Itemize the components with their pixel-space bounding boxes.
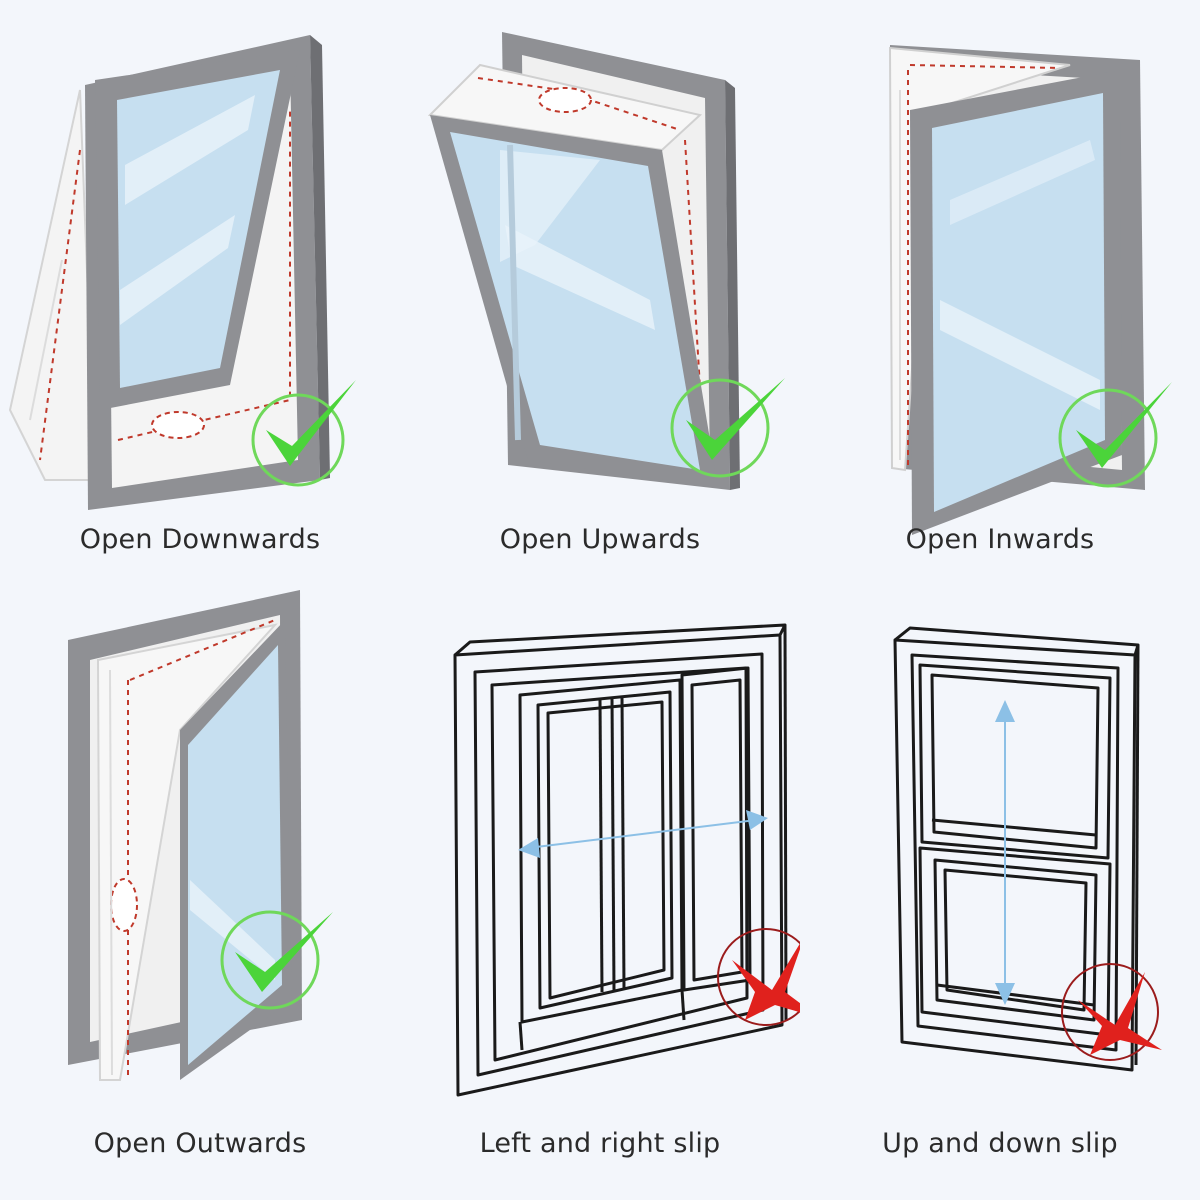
panel-up-and-down-slip: Up and down slip xyxy=(800,580,1200,1180)
up-down-arrow-icon xyxy=(995,700,1015,1005)
left-right-arrow-icon xyxy=(518,810,768,858)
window-sliding-horizontal-illustration xyxy=(453,623,800,1097)
panel-open-inwards: Open Inwards xyxy=(800,0,1200,600)
window-open-inwards-illustration xyxy=(888,45,1172,535)
check-icon xyxy=(220,910,333,1010)
caption-open-downwards: Open Downwards xyxy=(79,524,321,555)
check-icon xyxy=(1058,382,1172,488)
panel-left-and-right-slip: Left and right slip xyxy=(400,580,800,1180)
cross-icon xyxy=(717,928,800,1026)
panel-open-upwards: Open Upwards xyxy=(400,0,800,600)
caption-up-and-down-slip: Up and down slip xyxy=(882,1128,1118,1159)
caption-open-upwards: Open Upwards xyxy=(499,524,701,555)
caption-open-inwards: Open Inwards xyxy=(905,524,1095,555)
window-open-upwards-illustration xyxy=(427,32,785,490)
panel-open-outwards: Open Outwards xyxy=(0,580,400,1180)
caption-left-and-right-slip: Left and right slip xyxy=(479,1128,721,1159)
window-sliding-vertical-illustration xyxy=(893,626,1162,1072)
panel-open-downwards: Open Downwards xyxy=(0,0,400,600)
check-icon xyxy=(251,380,356,487)
window-open-downwards-illustration xyxy=(8,35,356,510)
window-open-outwards-illustration xyxy=(68,590,333,1081)
caption-open-outwards: Open Outwards xyxy=(93,1128,307,1159)
check-icon xyxy=(670,378,785,478)
cross-icon xyxy=(1061,963,1162,1061)
